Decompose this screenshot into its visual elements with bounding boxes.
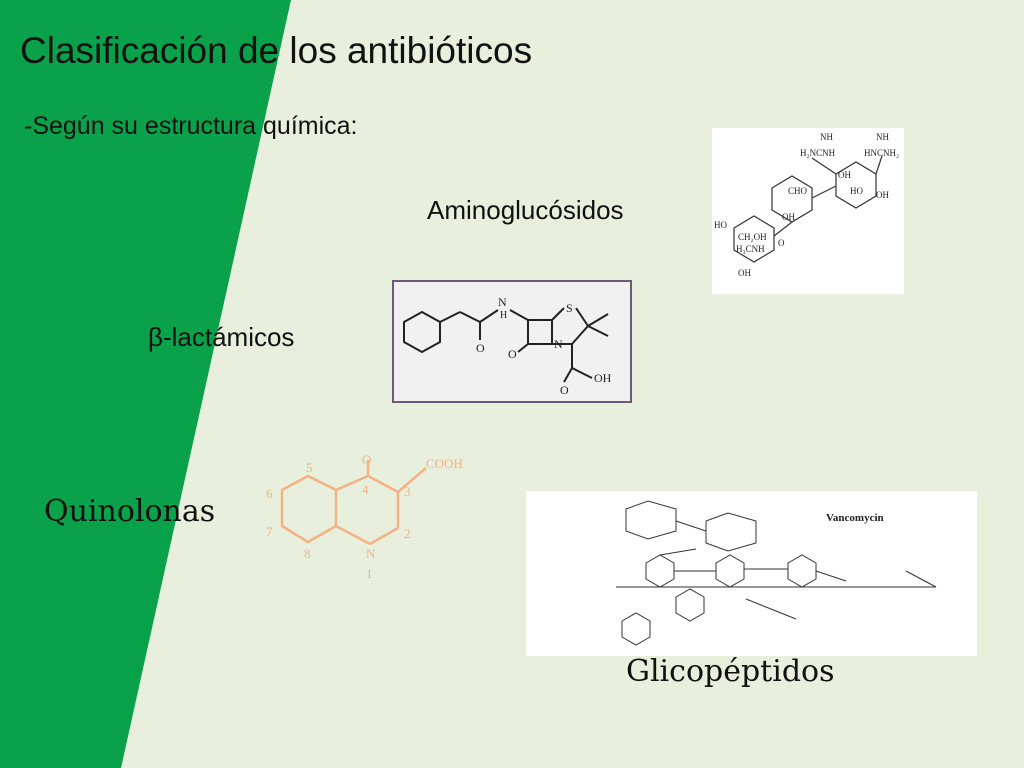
beta-label-h: H [500, 310, 507, 321]
quino-pos1: 1 [366, 566, 373, 581]
quino-pos2: 2 [404, 526, 411, 541]
amino-label-8: HO [850, 186, 863, 196]
glyco-vancomycin-name: Vancomycin [826, 512, 884, 524]
green-accent-band [0, 0, 291, 768]
beta-label-o3: O [560, 383, 569, 397]
amino-label-7: OH [782, 212, 795, 222]
beta-lactams-label: β-lactámicos [148, 322, 295, 352]
quino-pos3: 3 [404, 484, 411, 499]
amino-label-13: H₃CNH [736, 244, 765, 254]
amino-label-12: O [778, 238, 785, 248]
beta-label-o2: O [508, 347, 517, 361]
aminoglycoside-structure-image: NH H₂NCNH NH HNCNH₂ OH CHO OH HO OH HO C… [712, 128, 904, 294]
beta-lactam-structure-image: N H S N O O O OH [392, 280, 632, 403]
beta-label-o1: O [476, 341, 485, 355]
amino-label-2: H₂NCNH [800, 148, 836, 158]
quino-cooh-label: COOH [426, 456, 463, 471]
amino-label-1: NH [820, 132, 833, 142]
quino-pos8: 8 [304, 546, 311, 561]
amino-label-10: HO [714, 220, 727, 230]
quino-pos4: 4 [362, 482, 369, 497]
amino-label-11: CH₂OH [738, 232, 767, 242]
amino-label-5: OH [838, 170, 851, 180]
quinolone-structure: O COOH N 1 2 3 4 5 6 7 8 [266, 452, 463, 581]
slide-subtitle: -Según su estructura química: [24, 112, 358, 140]
quino-pos5: 5 [306, 460, 313, 475]
quinolones-label: Quinolonas [44, 494, 216, 529]
glycopeptides-label: Glicopéptidos [626, 654, 835, 689]
beta-label-n2: N [554, 337, 563, 351]
amino-label-6: CHO [788, 186, 808, 196]
quino-oxo-label: O [362, 452, 371, 467]
glycopeptide-structure-image: Vancomycin [526, 491, 977, 656]
aminoglycosides-label: Aminoglucósidos [427, 195, 624, 225]
amino-label-3: NH [876, 132, 889, 142]
quino-pos6: 6 [266, 486, 273, 501]
amino-label-9: OH [876, 190, 889, 200]
beta-label-oh: OH [594, 371, 612, 385]
slide-title: Clasificación de los antibióticos [20, 30, 533, 71]
beta-label-n1: N [498, 295, 507, 309]
amino-label-14: OH [738, 268, 751, 278]
quino-pos7: 7 [266, 524, 273, 539]
amino-label-4: HNCNH₂ [864, 148, 899, 158]
quino-n-label: N [366, 546, 376, 561]
beta-label-s: S [566, 301, 573, 315]
